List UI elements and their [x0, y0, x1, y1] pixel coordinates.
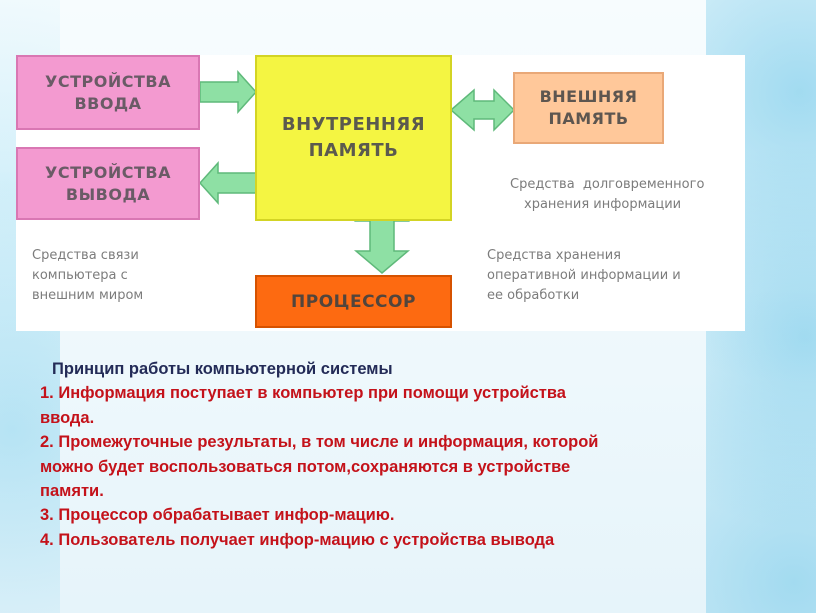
memory-external-double-arrow	[449, 88, 516, 132]
note-operative-line1: Средства хранения	[487, 248, 621, 263]
note-operative-line2: оперативной информации и	[487, 268, 681, 283]
note-external-line2: хранения информации	[524, 197, 682, 212]
note-operative-line3: ее обработки	[487, 288, 580, 303]
external-memory-label-line2: ПАМЯТЬ	[548, 109, 629, 128]
note-external-line1: Средства долговременного	[510, 177, 705, 192]
memory-to-output-arrow	[198, 161, 257, 205]
note-communication: Средства связи компьютера с внешним миро…	[32, 246, 232, 306]
output-devices-box: УСТРОЙСТВА ВЫВОДА	[16, 147, 200, 220]
input-devices-label-line2: ВВОДА	[74, 93, 142, 113]
internal-memory-box: ВНУТРЕННЯЯ ПАМЯТЬ	[255, 55, 452, 221]
processor-box: ПРОЦЕССОР	[255, 275, 452, 328]
note-communication-line3: внешним миром	[32, 288, 144, 303]
caption-line-1: 1. Информация поступает в компьютер при …	[40, 384, 566, 403]
input-to-memory-arrow	[199, 70, 258, 114]
internal-memory-label-line1: ВНУТРЕННЯЯ	[281, 114, 426, 135]
input-devices-box: УСТРОЙСТВА ВВОДА	[16, 55, 200, 130]
note-external-memory: Средства долговременного хранения информ…	[510, 175, 750, 215]
caption-line-7: 4. Пользователь получает инфор-мацию с у…	[40, 530, 555, 549]
internal-memory-label-line2: ПАМЯТЬ	[308, 140, 399, 161]
caption-line-4: можно будет воспользоваться потом,сохран…	[40, 457, 571, 476]
output-devices-label-line1: УСТРОЙСТВА	[45, 162, 171, 182]
processor-label: ПРОЦЕССОР	[291, 291, 416, 312]
note-communication-line2: компьютера с	[32, 268, 128, 283]
computer-architecture-diagram: УСТРОЙСТВА ВВОДА УСТРОЙСТВА ВЫВОДА ВНУТР…	[16, 55, 745, 331]
note-operative: Средства хранения оперативной информации…	[487, 246, 737, 306]
caption-line-6: 3. Процессор обрабатывает инфор-мацию.	[40, 506, 395, 525]
note-communication-line1: Средства связи	[32, 248, 139, 263]
caption-title: Принцип работы компьютерной системы	[52, 360, 393, 378]
caption-line-5: памяти.	[40, 482, 104, 501]
caption-line-2: ввода.	[40, 408, 95, 427]
principle-caption: Принцип работы компьютерной системы 1. И…	[40, 357, 760, 552]
external-memory-box: ВНЕШНЯЯ ПАМЯТЬ	[513, 72, 664, 144]
caption-line-3: 2. Промежуточные результаты, в том числе…	[40, 433, 599, 452]
external-memory-label-line1: ВНЕШНЯЯ	[539, 87, 638, 106]
output-devices-label-line2: ВЫВОДА	[65, 184, 151, 204]
input-devices-label-line1: УСТРОЙСТВА	[45, 71, 171, 91]
